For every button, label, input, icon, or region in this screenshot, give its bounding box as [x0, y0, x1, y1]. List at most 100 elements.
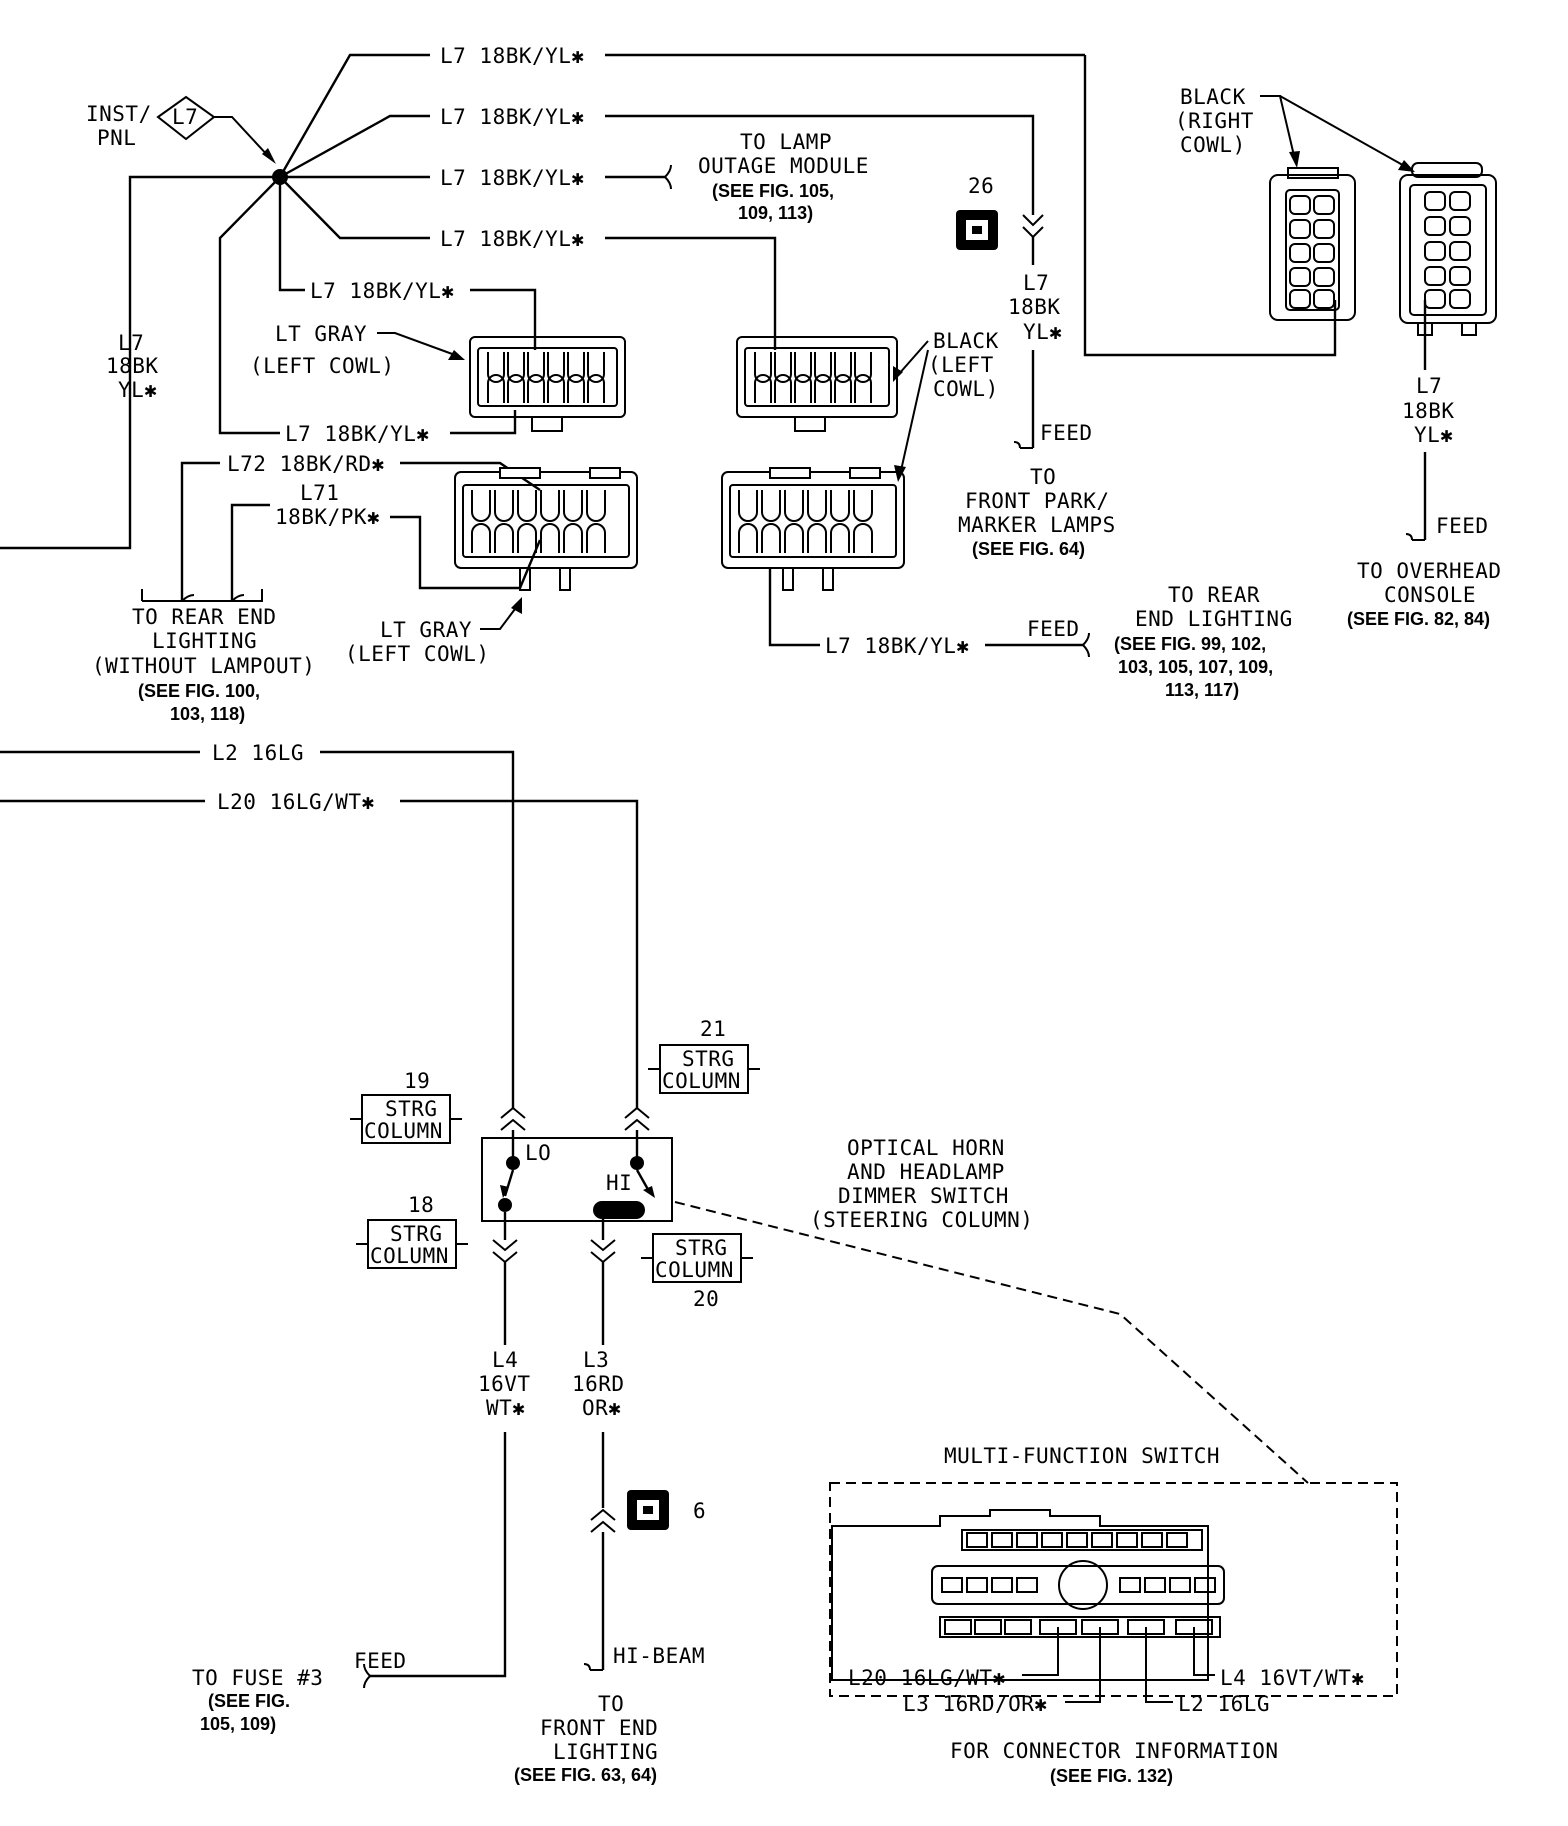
wire-label-l72: L72 18BK/RD✱: [227, 452, 385, 476]
front-park-text-3: MARKER LAMPS: [958, 513, 1116, 537]
lamp-outage-text-3: (SEE FIG. 105,: [712, 181, 834, 201]
wire-label-l7-left-2: 18BK: [106, 354, 159, 378]
mfs-info-2: (SEE FIG. 132): [1050, 1766, 1173, 1786]
mfs-label-l3: L3 16RD/OR✱: [903, 1692, 1048, 1716]
front-park-text-4: (SEE FIG. 64): [972, 539, 1085, 559]
wire-label-l71-1: L71: [300, 481, 339, 505]
strg-19-number: 19: [404, 1069, 430, 1093]
wire-label-l3-2: 16RD: [572, 1372, 625, 1396]
inst-pnl-splice: L7 INST/ PNL: [86, 95, 288, 185]
rear-lighting-text-5: 113, 117): [1165, 680, 1239, 700]
wire-label-l7-e: L7 18BK/YL✱: [310, 279, 455, 303]
black-right-label-3: COWL): [1180, 133, 1246, 157]
ground-26-icon: [956, 210, 998, 250]
black-connector-lower: [721, 467, 905, 591]
strg-18-text: STRG: [390, 1222, 443, 1246]
rear-end-text-3: (WITHOUT LAMPOUT): [92, 654, 315, 678]
switch-title-3: DIMMER SWITCH: [838, 1184, 1009, 1208]
mfs-label-l20: L20 16LG/WT✱: [848, 1666, 1006, 1690]
lamp-outage-text-2: OUTAGE MODULE: [698, 154, 869, 178]
lt-gray-label-1: LT GRAY: [275, 322, 367, 346]
rear-lighting-text-1: TO REAR: [1168, 583, 1260, 607]
wire-label-l7-b: L7 18BK/YL✱: [440, 105, 585, 129]
ground-26-label: 26: [968, 174, 994, 198]
wire-label-l7-mid-1: L7: [1023, 271, 1049, 295]
wire-label-l7-left-3: YL✱: [118, 378, 157, 402]
ground-6-label: 6: [693, 1499, 706, 1523]
left-cowl-label-2: (LEFT COWL): [345, 642, 490, 666]
switch-title-4: (STEERING COLUMN): [810, 1208, 1033, 1232]
rear-lighting-feed-label: FEED: [1027, 617, 1080, 641]
wire-label-l71-2: 18BK/PK✱: [275, 505, 380, 529]
strg-18-column: COLUMN: [370, 1244, 449, 1268]
l7-fan-wires: [0, 53, 430, 550]
wire-label-l20: L20 16LG/WT✱: [217, 790, 375, 814]
black-left-label-1: BLACK: [933, 329, 999, 353]
wire-label-l7-d: L7 18BK/YL✱: [440, 227, 585, 251]
lt-gray-label-2: LT GRAY: [380, 618, 472, 642]
front-end-text-4: (SEE FIG. 63, 64): [514, 1765, 657, 1785]
hi-beam-label: HI-BEAM: [613, 1644, 705, 1668]
rear-lighting-text-2: END LIGHTING: [1135, 607, 1293, 631]
switch-lo-label: LO: [525, 1141, 551, 1165]
front-park-text-2: FRONT PARK/: [965, 489, 1110, 513]
black-right-connector-a: [1269, 167, 1356, 321]
strg-column-20: STRG COLUMN 20: [641, 1233, 753, 1311]
wire-label-l4-2: 16VT: [478, 1372, 531, 1396]
strg-21-column: COLUMN: [662, 1069, 741, 1093]
wire-label-l7-mid-3: YL✱: [1023, 320, 1062, 344]
wire-label-l7-left-1: L7: [118, 331, 144, 355]
rear-lighting-text-3: (SEE FIG. 99, 102,: [1114, 634, 1266, 654]
rear-end-text-5: 103, 118): [170, 704, 245, 724]
multifunction-connector: [831, 1509, 1225, 1681]
wire-label-l7-a: L7 18BK/YL✱: [440, 44, 585, 68]
rear-end-text-4: (SEE FIG. 100,: [138, 681, 260, 701]
strg-18-number: 18: [408, 1193, 434, 1217]
strg-20-text: STRG: [675, 1236, 728, 1260]
headlamp-dimmer-switch: LO HI: [481, 1130, 673, 1240]
black-connector-upper: [736, 336, 898, 432]
wire-label-l4-3: WT✱: [486, 1396, 525, 1420]
strg-21-text: STRG: [682, 1047, 735, 1071]
multifunction-title: MULTI-FUNCTION SWITCH: [944, 1444, 1220, 1468]
strg-20-column: COLUMN: [655, 1258, 734, 1282]
black-left-label-3: COWL): [933, 377, 999, 401]
overhead-feed-label: FEED: [1436, 514, 1489, 538]
inst-pnl-label: INST/: [86, 102, 152, 126]
wire-label-l4-1: L4: [492, 1348, 518, 1372]
mfs-info-1: FOR CONNECTOR INFORMATION: [950, 1739, 1279, 1763]
switch-hi-label: HI: [606, 1171, 632, 1195]
front-end-text-3: LIGHTING: [553, 1740, 658, 1764]
wire-label-l7-c: L7 18BK/YL✱: [440, 166, 585, 190]
fuse-feed-label: FEED: [354, 1649, 407, 1673]
front-park-text-1: TO: [1030, 465, 1056, 489]
wire-label-l7-right-1: L7: [1416, 374, 1442, 398]
lamp-outage-text-1: TO LAMP: [740, 130, 832, 154]
fuse-text-1: TO FUSE #3: [192, 1666, 323, 1690]
wire-label-l7-f: L7 18BK/YL✱: [285, 422, 430, 446]
strg-19-text: STRG: [385, 1097, 438, 1121]
strg-21-number: 21: [700, 1017, 726, 1041]
front-end-text-1: TO: [598, 1692, 624, 1716]
strg-19-column: COLUMN: [364, 1119, 443, 1143]
left-cowl-label-1: (LEFT COWL): [250, 354, 395, 378]
strg-column-19: 19 STRG COLUMN: [350, 1069, 462, 1144]
splice-circuit-label: L7: [172, 105, 198, 129]
overhead-text-1: TO OVERHEAD: [1357, 559, 1502, 583]
overhead-text-3: (SEE FIG. 82, 84): [1347, 609, 1490, 629]
wire-label-l7-right-3: YL✱: [1414, 423, 1453, 447]
black-right-label-2: (RIGHT: [1175, 109, 1254, 133]
wire-label-l3-1: L3: [583, 1348, 609, 1372]
switch-title-1: OPTICAL HORN: [847, 1136, 1005, 1160]
switch-title-2: AND HEADLAMP: [847, 1160, 1005, 1184]
ground-6-icon: [627, 1490, 669, 1530]
black-left-label-2: (LEFT: [928, 353, 994, 377]
mfs-label-l2: L2 16LG: [1178, 1692, 1270, 1716]
black-right-label-1: BLACK: [1180, 85, 1246, 109]
rear-end-text-2: LIGHTING: [152, 629, 257, 653]
fuse-text-2: (SEE FIG.: [208, 1691, 290, 1711]
black-right-connector-b: [1399, 162, 1497, 336]
mfs-label-l4: L4 16VT/WT✱: [1220, 1666, 1365, 1690]
inst-pnl-label-2: PNL: [97, 126, 136, 150]
